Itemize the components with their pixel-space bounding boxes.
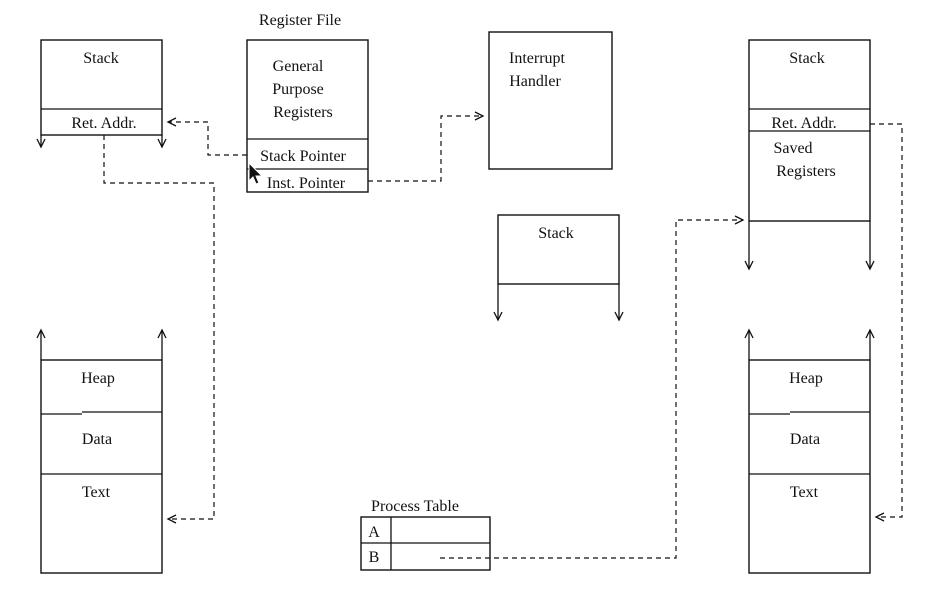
inst-pointer-arrow xyxy=(368,115,483,182)
left-process-memory: Stack Ret. Addr. Heap Data Text xyxy=(36,39,167,574)
interrupt-handler-line2: Handler xyxy=(509,73,561,90)
register-file: Register File General Purpose Registers … xyxy=(246,12,369,193)
left-ret-addr-label: Ret. Addr. xyxy=(71,115,136,132)
left-heap-grow-arrow-left xyxy=(36,328,46,339)
left-return-address-arrow xyxy=(103,135,215,520)
left-return-address-arrowhead xyxy=(166,514,177,524)
right-return-address-arrow xyxy=(870,123,903,518)
middle-stack-grow-arrow-right xyxy=(614,311,624,322)
mouse-cursor-icon xyxy=(248,161,264,185)
right-text-label: Text xyxy=(790,484,819,501)
right-process-memory: Stack Ret. Addr. Saved Registers Heap Da… xyxy=(744,39,875,574)
process-table-b-arrowhead xyxy=(734,215,745,225)
right-heap-grow-arrow-left xyxy=(744,328,754,339)
inst-pointer-arrowhead xyxy=(474,111,485,121)
inst-pointer-label: Inst. Pointer xyxy=(267,175,346,192)
right-saved-registers-line2: Registers xyxy=(776,163,836,180)
right-heap-data-text-box xyxy=(748,359,871,574)
left-data-label: Data xyxy=(82,431,112,448)
interrupt-handler: Interrupt Handler xyxy=(488,31,613,170)
left-heap-data-text-box xyxy=(40,359,163,574)
left-text-label: Text xyxy=(82,484,111,501)
stack-pointer-label: Stack Pointer xyxy=(260,148,346,165)
stack-pointer-arrow xyxy=(168,121,247,156)
middle-stack: Stack xyxy=(493,214,624,322)
right-heap-grow-arrow-right xyxy=(865,328,875,339)
right-data-label: Data xyxy=(790,431,820,448)
left-heap-grow-arrow-right xyxy=(157,328,167,339)
left-stack-grow-arrow-left xyxy=(36,138,46,149)
right-stack-grow-arrow-right xyxy=(865,260,875,271)
process-table-title: Process Table xyxy=(371,498,459,515)
middle-stack-box xyxy=(497,214,620,285)
middle-stack-label: Stack xyxy=(538,225,574,242)
right-return-address-arrowhead xyxy=(874,512,885,522)
left-stack-box xyxy=(40,39,163,136)
right-ret-addr-label: Ret. Addr. xyxy=(771,115,836,132)
stack-pointer-arrowhead xyxy=(166,117,177,127)
right-stack-label: Stack xyxy=(789,50,825,67)
right-saved-registers-line1: Saved xyxy=(773,140,812,157)
register-file-box xyxy=(246,39,369,193)
right-heap-label: Heap xyxy=(789,370,823,387)
left-stack-grow-arrow-right xyxy=(157,138,167,149)
interrupt-handler-line1: Interrupt xyxy=(509,50,566,67)
process-table: Process Table A B xyxy=(360,498,491,571)
register-file-title: Register File xyxy=(259,12,341,29)
gpr-label-line1: General xyxy=(273,58,324,75)
process-table-b-arrow xyxy=(440,219,743,559)
left-heap-label: Heap xyxy=(81,370,115,387)
process-table-row-b: B xyxy=(369,549,380,566)
gpr-label-line2: Purpose xyxy=(272,81,324,98)
right-stack-grow-arrow-left xyxy=(744,260,754,271)
left-stack-label: Stack xyxy=(83,50,119,67)
gpr-label-line3: Registers xyxy=(273,104,333,121)
interrupt-handler-box xyxy=(488,31,613,170)
middle-stack-grow-arrow-left xyxy=(493,311,503,322)
process-table-row-a: A xyxy=(368,524,380,541)
